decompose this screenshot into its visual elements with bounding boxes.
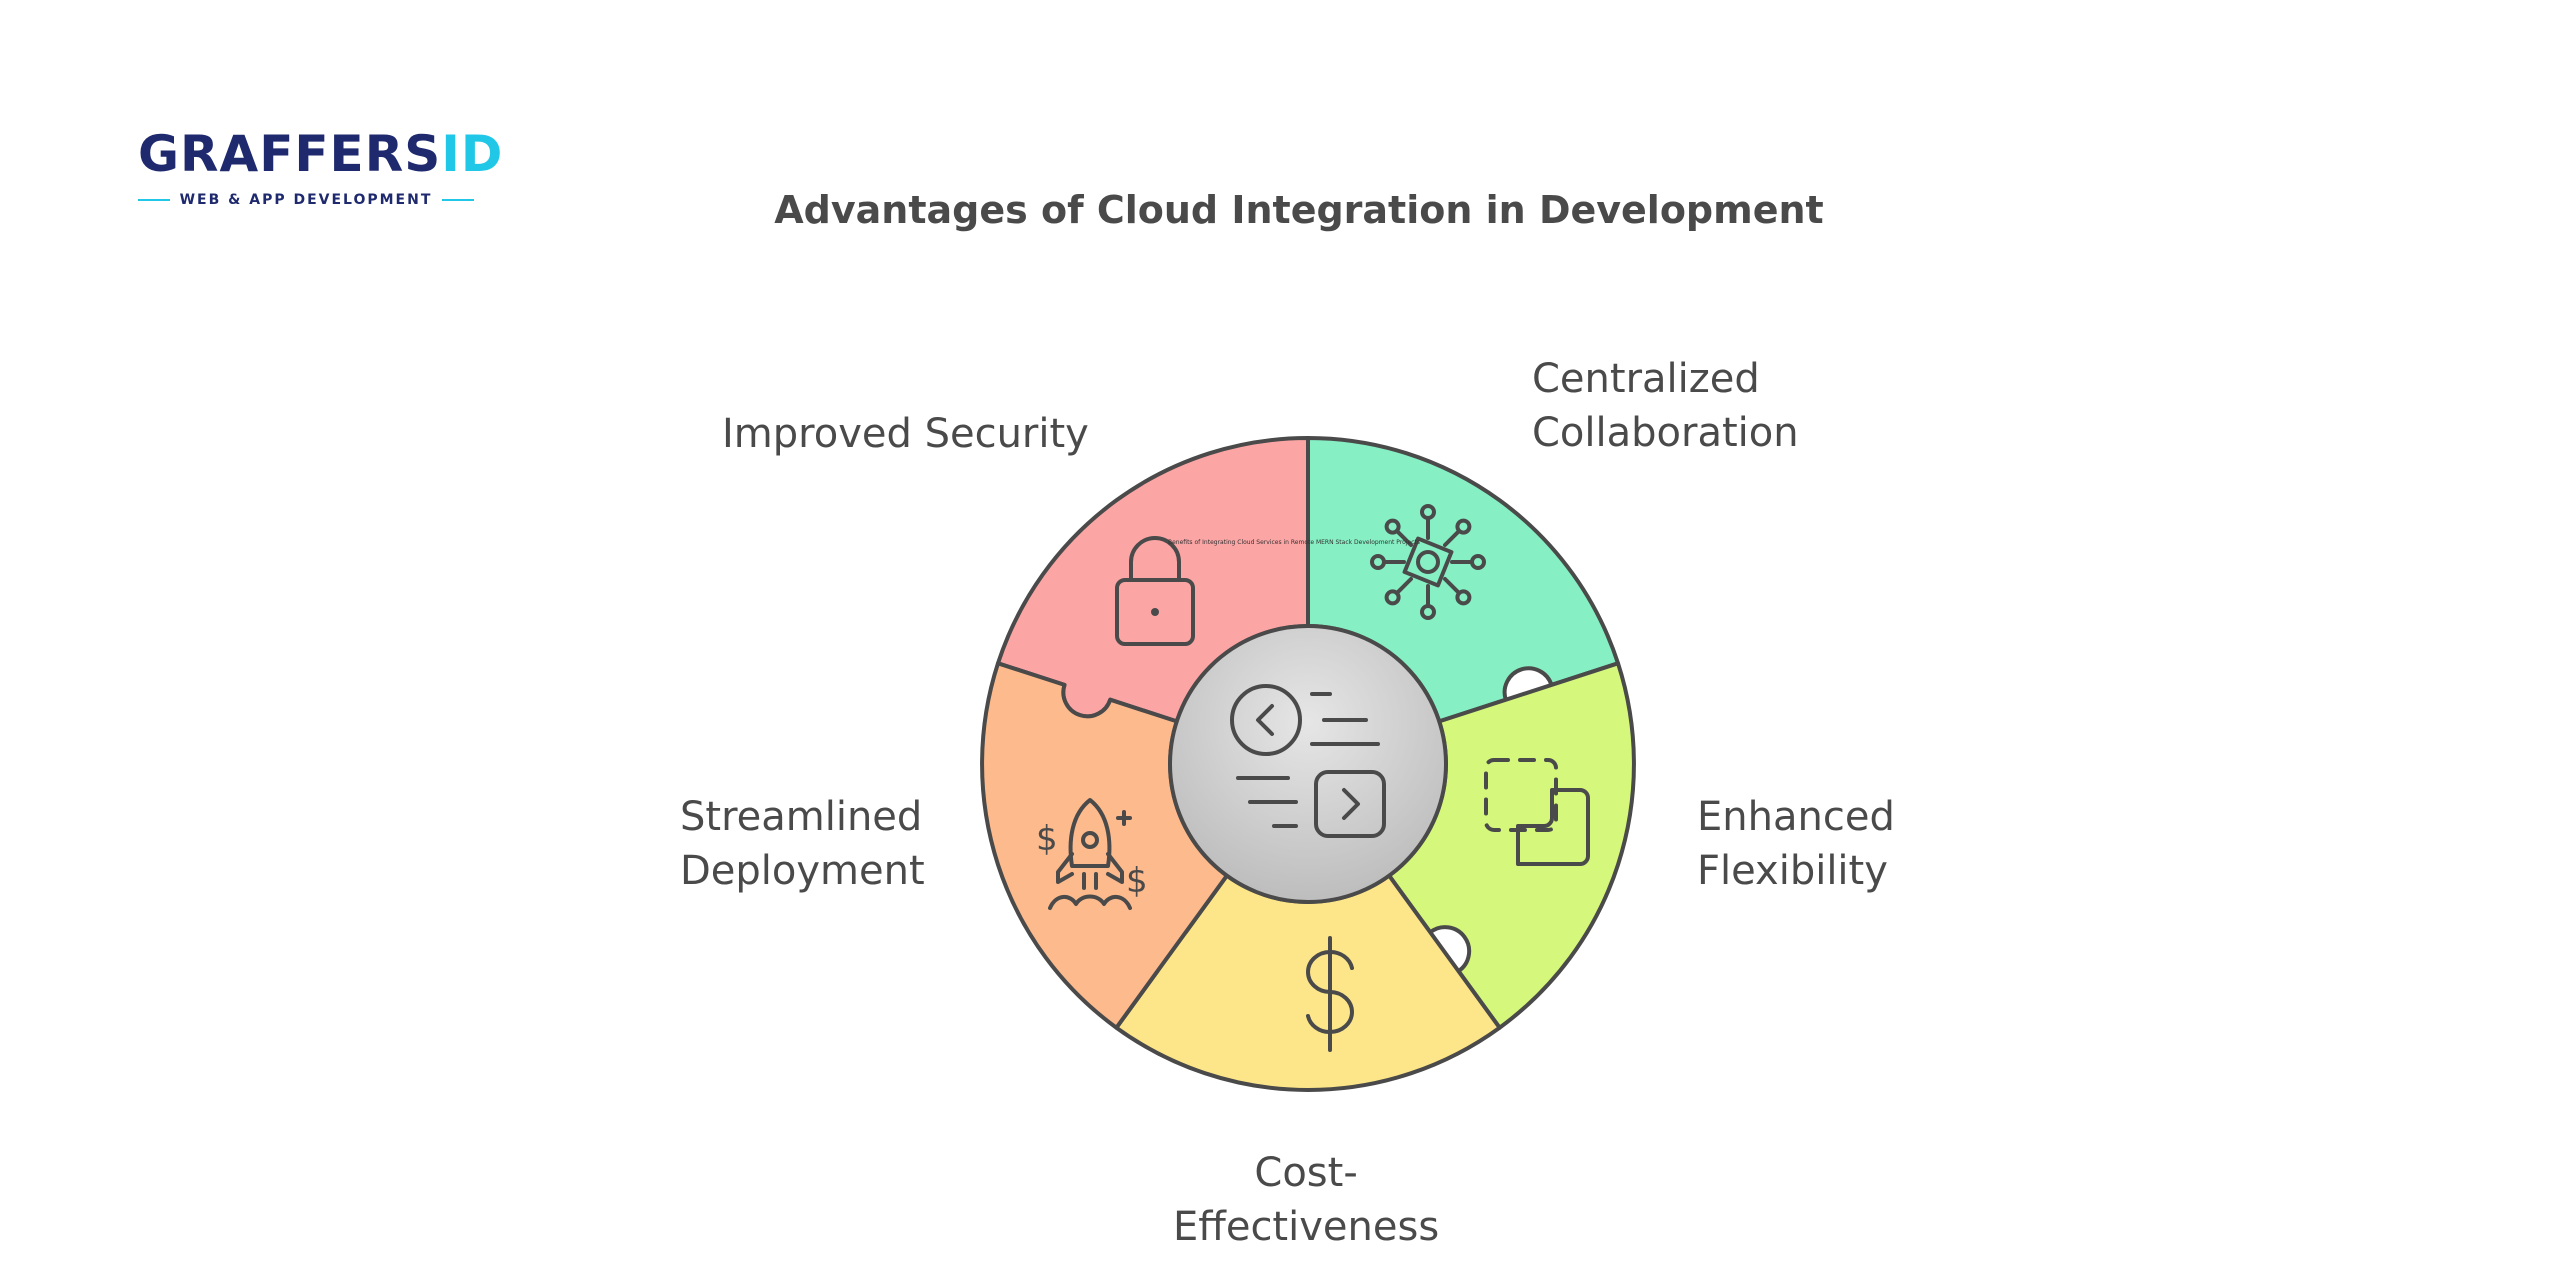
label-line: Enhanced (1697, 794, 1895, 840)
logo-wordmark: GRAFFERSID (138, 125, 504, 183)
lock-icon (1115, 536, 1195, 646)
network-icon (1370, 504, 1486, 620)
svg-text:$: $ (1036, 819, 1058, 859)
label-improved-security: Improved Security (722, 407, 1089, 461)
page-title: Advantages of Cloud Integration in Devel… (774, 188, 1824, 232)
dollar-icon (1306, 936, 1354, 1052)
label-line: Improved Security (722, 411, 1089, 457)
rocket-icon: $$ (1036, 798, 1148, 910)
label-line: Cost- (1254, 1150, 1358, 1196)
resize-icon (1484, 758, 1590, 866)
label-line: Centralized (1532, 356, 1760, 402)
code-navigation-icon (1230, 684, 1386, 838)
label-line: Effectiveness (1173, 1204, 1440, 1250)
svg-text:$: $ (1126, 861, 1148, 901)
diagram-note: Benefits of Integrating Cloud Services i… (1168, 539, 1420, 546)
logo: GRAFFERSID WEB & APP DEVELOPMENT (138, 124, 502, 210)
logo-line-left (138, 199, 170, 201)
logo-line-right (442, 199, 474, 201)
label-line: Streamlined (680, 794, 923, 840)
label-cost-effectiveness: Cost- Effectiveness (1173, 1146, 1439, 1254)
center-hub (1168, 624, 1448, 904)
label-line: Flexibility (1697, 848, 1888, 894)
label-line: Collaboration (1532, 410, 1799, 456)
logo-tagline: WEB & APP DEVELOPMENT (138, 190, 474, 210)
label-line: Deployment (680, 848, 925, 894)
